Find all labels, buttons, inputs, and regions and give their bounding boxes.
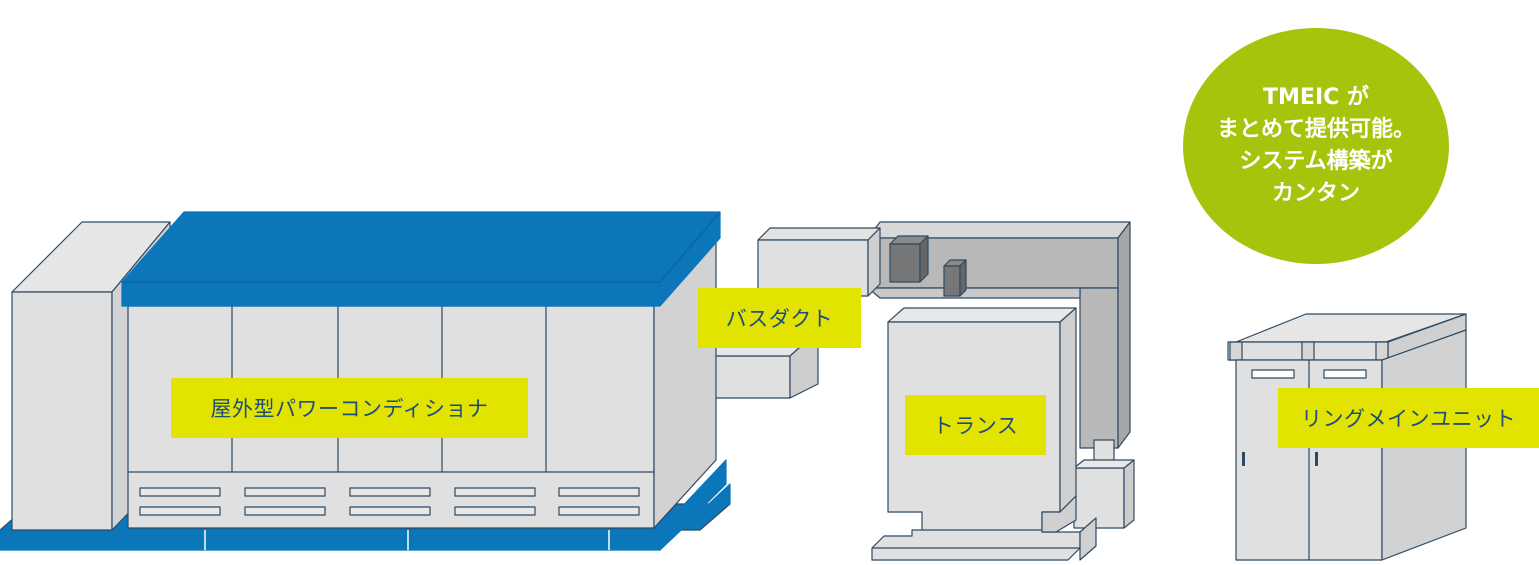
label-box-pcs (171, 378, 528, 438)
label-rmu: リングメインユニット (1301, 407, 1516, 431)
label-transformer: トランス (932, 414, 1019, 438)
callout-line-2: まとめて提供可能。 (1216, 117, 1415, 142)
label-box-busduct (698, 288, 861, 348)
label-busduct: バスダクト (725, 307, 834, 331)
ring-main-unit (1227, 313, 1467, 561)
duct-junction-box-small (943, 259, 967, 297)
callout-bubble: TMEIC が まとめて提供可能。 システム構築が カンタン (1183, 28, 1449, 264)
vent-louvers (139, 487, 640, 516)
pcs-roof (121, 211, 721, 307)
label-box-rmu (1278, 388, 1539, 448)
duct-junction-box (889, 235, 929, 283)
label-pcs: 屋外型パワーコンディショナ (210, 397, 489, 421)
outdoor-pcs (0, 211, 731, 551)
bus-duct (683, 221, 1135, 529)
callout-line-4: カンタン (1271, 181, 1360, 206)
label-box-transformer (905, 395, 1046, 455)
callout-line-1: TMEIC が (1263, 85, 1369, 110)
callout-line-3: システム構築が (1239, 149, 1393, 174)
